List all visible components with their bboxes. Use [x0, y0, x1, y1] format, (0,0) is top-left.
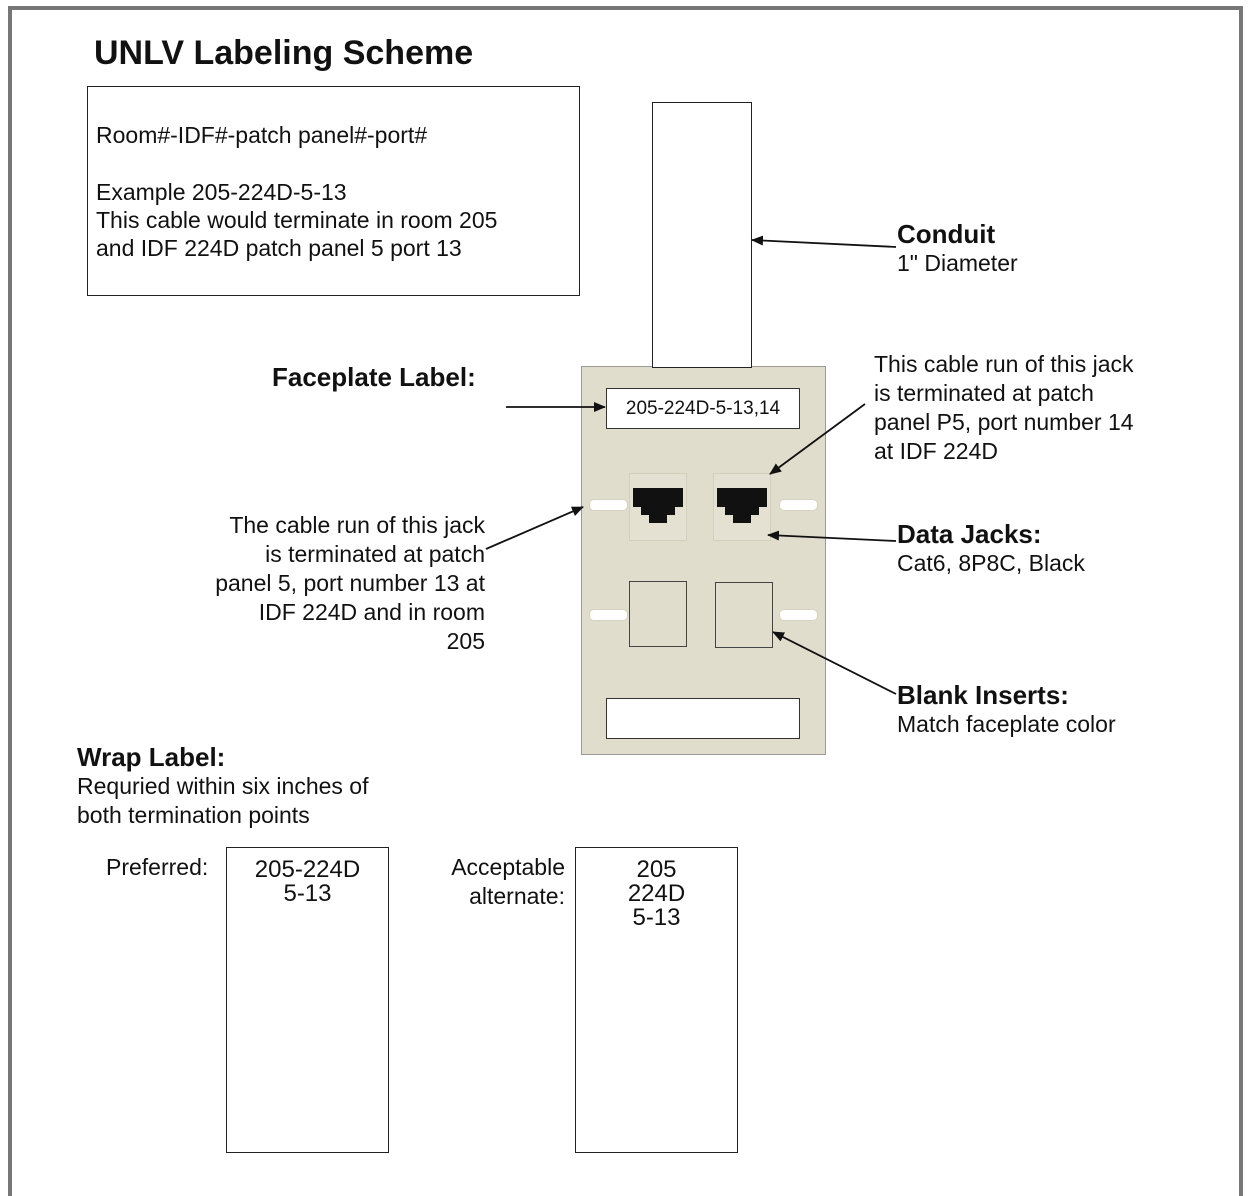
document-frame [8, 6, 1243, 1196]
alternate-caption-line-2: alternate: [469, 883, 565, 909]
rj45-port-icon [717, 488, 767, 523]
wrap-label-detail-line-2: both termination points [77, 802, 310, 828]
alternate-wrap-line: 205 [636, 856, 677, 883]
faceplate-label-heading: Faceplate Label: [272, 362, 476, 392]
left-jack-note-line: IDF 224D and in room [258, 599, 485, 625]
preferred-caption: Preferred: [106, 854, 209, 880]
scheme-explanation-line-1: This cable would terminate in room 205 [96, 207, 498, 233]
faceplate-slot-upper-right [779, 499, 818, 511]
faceplate-bottom-label-window [606, 698, 800, 739]
scheme-example: Example 205-224D-5-13 [96, 179, 347, 205]
right-jack-note-line: at IDF 224D [874, 438, 998, 464]
left-jack-note-line: is terminated at patch [265, 541, 485, 567]
blank-insert-left [629, 581, 687, 647]
blank-inserts-heading: Blank Inserts: [897, 680, 1069, 710]
left-jack-note-line: The cable run of this jack [229, 512, 485, 538]
alternate-wrap-line: 5-13 [632, 904, 681, 931]
faceplate-slot-upper-left [589, 499, 628, 511]
alternate-caption-line-1: Acceptable [451, 854, 565, 880]
data-jack-right [713, 473, 771, 541]
scheme-format: Room#-IDF#-patch panel#-port# [96, 122, 428, 148]
wrap-label-detail-line-1: Requried within six inches of [77, 773, 369, 799]
right-jack-note-line: This cable run of this jack [874, 351, 1134, 377]
right-jack-note: This cable run of this jack is terminate… [874, 350, 1134, 466]
left-jack-note-line: 205 [446, 628, 485, 654]
page-title: UNLV Labeling Scheme [94, 34, 474, 72]
alternate-wrap-line: 224D [627, 880, 686, 907]
data-jacks-heading: Data Jacks: [897, 519, 1042, 549]
blank-inserts-detail: Match faceplate color [897, 711, 1116, 737]
faceplate-slot-lower-right [779, 609, 818, 621]
conduit-heading: Conduit [897, 219, 996, 249]
conduit-detail: 1" Diameter [897, 250, 1018, 276]
preferred-wrap-line: 5-13 [283, 880, 332, 907]
data-jack-left [629, 473, 687, 541]
left-jack-note: The cable run of this jack is terminated… [140, 511, 485, 656]
conduit [652, 102, 752, 368]
preferred-wrap-label: 205-224D 5-13 [226, 847, 389, 1153]
data-jacks-detail: Cat6, 8P8C, Black [897, 550, 1085, 576]
alternate-wrap-label: 205 224D 5-13 [575, 847, 738, 1153]
rj45-port-icon [633, 488, 683, 523]
right-jack-note-line: panel P5, port number 14 [874, 409, 1134, 435]
left-jack-note-line: panel 5, port number 13 at [215, 570, 485, 596]
scheme-explanation-line-2: and IDF 224D patch panel 5 port 13 [96, 235, 462, 261]
preferred-wrap-line: 205-224D [254, 856, 361, 883]
wrap-label-heading: Wrap Label: [77, 742, 226, 772]
scheme-description-box [87, 86, 580, 296]
blank-insert-right [715, 582, 773, 648]
faceplate-slot-lower-left [589, 609, 628, 621]
right-jack-note-line: is terminated at patch [874, 380, 1094, 406]
faceplate-label-box: 205-224D-5-13,14 [606, 388, 800, 429]
